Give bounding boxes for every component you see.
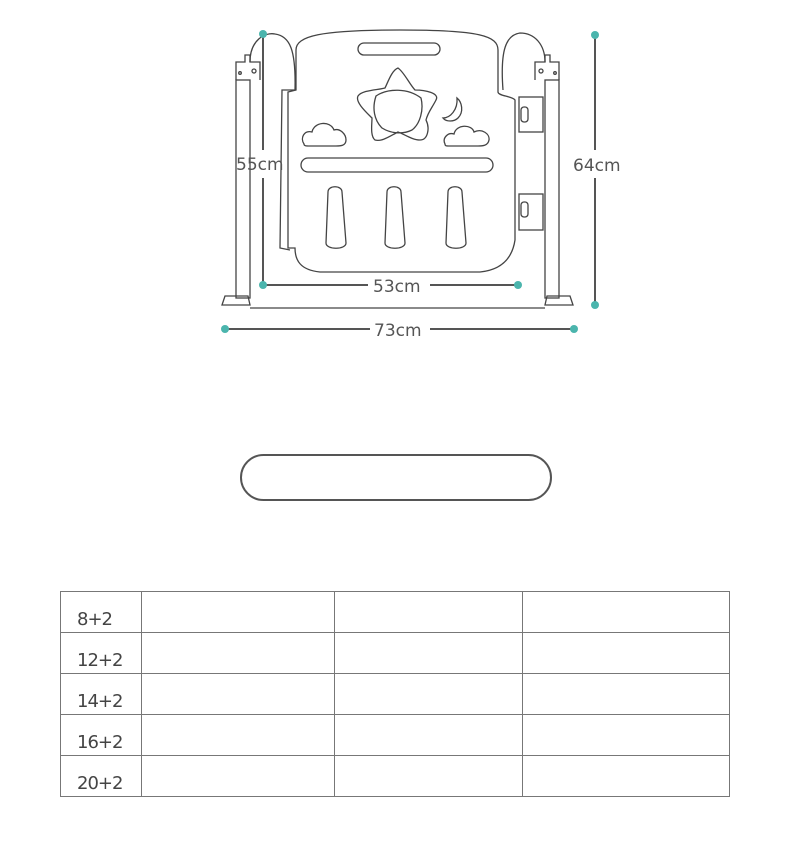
table-row: 16+2	[60, 714, 730, 756]
row-label: 14+2	[60, 673, 142, 715]
dimension-lines	[225, 34, 596, 330]
dimension-endpoints	[221, 30, 599, 333]
panel-outline	[221, 29, 574, 309]
total-height-label: 64cm	[573, 156, 621, 176]
row-label: 8+2	[60, 591, 142, 633]
panel-height-label: 55cm	[236, 155, 284, 175]
row-label: 12+2	[60, 632, 142, 674]
row-label: 20+2	[60, 755, 142, 797]
row-label: 16+2	[60, 714, 142, 756]
table-row: 12+2	[60, 632, 730, 674]
table-row: 20+2	[60, 755, 730, 797]
configuration-table: 8+2 12+2 14+2 16+2 20+2	[60, 591, 730, 797]
empty-title-pill	[240, 454, 552, 501]
table-row: 14+2	[60, 673, 730, 715]
playpen-panel-diagram: 55cm 64cm 53cm 73cm	[221, 29, 621, 341]
total-width-label: 73cm	[374, 321, 422, 341]
panel-width-label: 53cm	[373, 277, 421, 297]
table-row: 8+2	[60, 591, 730, 633]
